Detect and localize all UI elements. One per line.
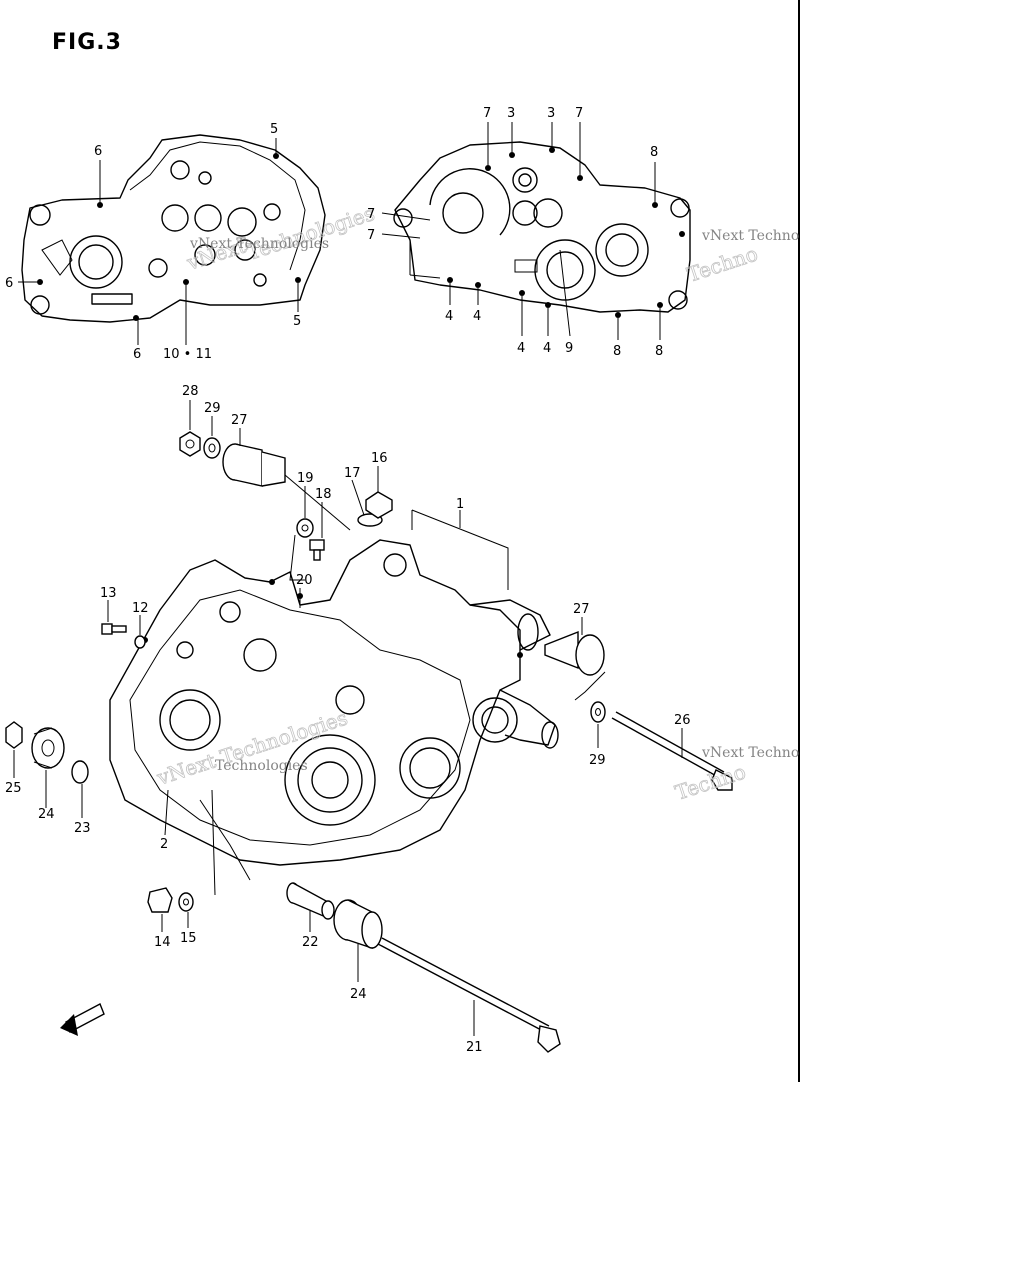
callout-29-right: 29 (589, 753, 606, 768)
part-16-cap (365, 466, 393, 519)
part-29-washer-top (203, 416, 221, 459)
part-24-bushing-left (31, 727, 65, 808)
watermark-text-1: vNext Technologies (189, 236, 329, 252)
watermark-text-7: Techno (672, 759, 749, 804)
callout-5-top: 5 (270, 122, 278, 137)
figure-title: FIG.3 (52, 30, 122, 55)
part-23-spacer (71, 760, 89, 818)
callout-23: 23 (74, 821, 91, 836)
callout-8-top: 8 (650, 145, 658, 160)
watermark-layer: vNext Technologies vNext Technologies vN… (153, 201, 799, 806)
part-29-washer-right (590, 701, 606, 748)
callout-10-11: 10 • 11 (163, 347, 212, 362)
part-19-washer (296, 486, 314, 538)
callout-13: 13 (100, 586, 117, 601)
front-arrow-icon (60, 1003, 105, 1036)
callout-27-right: 27 (573, 602, 590, 617)
part-27-bushing-top (222, 428, 351, 531)
callout-2: 2 (160, 837, 168, 852)
part-15-washer (178, 892, 194, 928)
callout-16: 16 (371, 451, 388, 466)
callout-29-top: 29 (204, 401, 221, 416)
callout-6-top: 6 (94, 144, 102, 159)
part-13-bolt (101, 600, 127, 635)
callout-25: 25 (5, 781, 22, 796)
part-2-line (164, 789, 169, 836)
watermark-text-2: vNext Technologies (153, 706, 350, 791)
part-1-bracket (411, 509, 509, 590)
part-25-nut (5, 721, 23, 778)
part-24-bushing-bottom (333, 899, 383, 982)
callout-4-a: 4 (445, 309, 453, 324)
callout-20: 20 (296, 573, 313, 588)
watermark-text-3: Technologies (215, 758, 308, 774)
callout-27-top: 27 (231, 413, 248, 428)
part-26-long-bolt (611, 711, 733, 791)
part-18-bolt (309, 502, 325, 561)
part-22-dowel (286, 882, 335, 932)
callout-8-b: 8 (613, 344, 621, 359)
callout-17: 17 (344, 466, 361, 481)
callout-12: 12 (132, 601, 149, 616)
callout-15: 15 (180, 931, 197, 946)
part-20-line (289, 534, 305, 608)
watermark-text-4: vNext Techno (701, 228, 799, 244)
callout-3-a: 3 (507, 106, 515, 121)
callout-24-left: 24 (38, 807, 55, 822)
callout-7-c: 7 (367, 207, 375, 222)
part-28-nut (179, 400, 201, 457)
callout-6-bottom: 6 (133, 347, 141, 362)
callout-1: 1 (456, 497, 464, 512)
callout-9: 9 (565, 341, 573, 356)
callout-3-b: 3 (547, 106, 555, 121)
callout-7-d: 7 (367, 228, 375, 243)
callout-8-c: 8 (655, 344, 663, 359)
callout-18: 18 (315, 487, 332, 502)
part-12-washer (134, 615, 146, 649)
callout-5-bottom: 5 (293, 314, 301, 329)
callout-24-bottom: 24 (350, 987, 367, 1002)
callout-labels: 6 5 6 5 6 10 • 11 7 3 3 7 8 7 7 4 4 4 4 … (5, 106, 691, 1055)
callout-4-c: 4 (517, 341, 525, 356)
callout-4-b: 4 (473, 309, 481, 324)
right-crankcase-half (381, 122, 691, 340)
callout-21: 21 (466, 1040, 483, 1055)
part-14-plug (147, 887, 173, 932)
callout-14: 14 (154, 935, 171, 950)
callout-7-a: 7 (483, 106, 491, 121)
callout-6-left: 6 (5, 276, 13, 291)
part-21-long-bolt (377, 937, 561, 1053)
part-27-bushing-right (544, 617, 606, 701)
watermark-text-5: Techno (684, 241, 761, 286)
page-divider (798, 0, 800, 1082)
callout-26: 26 (674, 713, 691, 728)
callout-4-d: 4 (543, 341, 551, 356)
callout-19: 19 (297, 471, 314, 486)
watermark-text-6: vNext Techno (701, 745, 799, 761)
crankcase-assembly (109, 539, 559, 896)
callout-28: 28 (182, 384, 199, 399)
callout-7-b: 7 (575, 106, 583, 121)
left-crankcase-half (18, 134, 326, 345)
callout-22: 22 (302, 935, 319, 950)
